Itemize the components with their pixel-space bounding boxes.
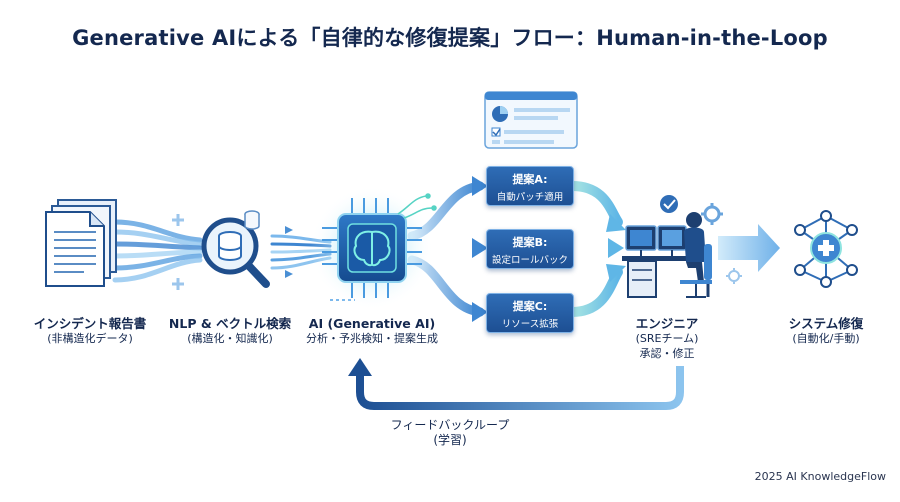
proposal-a-desc: 自動パッチ適用 [496,192,564,203]
feedback-sub: (学習) [433,433,467,447]
arrow-tip-nlp [285,226,293,234]
proposal-c-card[interactable]: 提案C: リソース拡張 [486,293,574,333]
page-title: Generative AIによる「自律的な修復提案」フロー：Human-in-t… [72,26,828,50]
branch-arrowhead-a [472,176,488,196]
proposal-b-card[interactable]: 提案B: 設定ロールバック [486,229,574,269]
arrow-engineer-to-repair [718,224,780,272]
dashboard-card-icon [484,91,578,149]
feedback-title: フィードバックループ [390,418,510,432]
engineer-workstation-icon [622,212,712,298]
proposal-b-title: 提案B: [512,236,548,249]
nlp-label: NLP & ベクトル検索 (構造化・知識化) [168,316,292,345]
arrow-tip-nlp-2 [285,270,293,278]
feedback-loop-arrow [356,366,684,410]
ai-chip-icon [310,186,434,310]
proposal-c-desc: リソース拡張 [501,319,559,330]
stream-incident-to-nlp [112,219,203,283]
document-stack-icon [45,199,117,287]
network-repair-icon [794,210,858,288]
incident-label: インシデント報告書 (非構造化データ) [33,316,147,345]
database-small-icon [244,210,260,230]
gear-icon [701,203,723,225]
feedback-label: フィードバックループ (学習) [300,418,600,448]
proposal-c-title: 提案C: [512,300,548,313]
branch-arrowhead-b [472,238,488,258]
feedback-arrowhead [348,358,372,376]
eng-arrowhead-b [608,238,624,258]
proposal-b-desc: 設定ロールバック [491,255,568,266]
branch-arrowhead-c [472,302,488,322]
eng-arrowhead-c [606,264,626,282]
plus-sparkle-icon [172,214,184,290]
repair-label: システム修復 (自動化/手動) [788,316,864,345]
proposal-a-title: 提案A: [512,173,548,186]
magnifier-database-icon [201,217,270,288]
checkmark-icon [660,195,678,213]
footer-credit: 2025 AI KnowledgeFlow [754,470,886,483]
engineer-label: エンジニア (SREチーム) 承認・修正 [635,316,699,360]
eng-arrowhead-a [606,214,626,232]
ai-label: AI (Generative AI) 分析・予兆検知・提案生成 [306,316,438,345]
circuit-sparkle-icon [397,193,437,219]
proposal-a-card[interactable]: 提案A: 自動パッチ適用 [486,166,574,206]
gear-small-icon [726,268,742,284]
